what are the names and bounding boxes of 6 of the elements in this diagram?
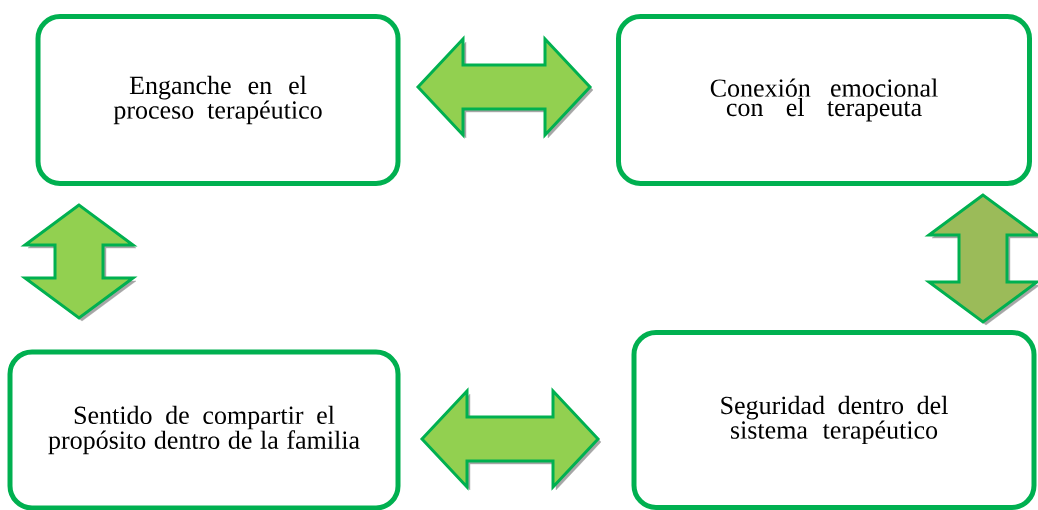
rounded-box: Seguridad dentro del sistema terapéutico (631, 330, 1037, 510)
rounded-box: Enganche en el proceso terapéutico (35, 14, 401, 186)
double-arrow (20, 203, 138, 322)
rounded-box: Conexión emocional con el terapeuta (616, 14, 1032, 186)
double-arrow (924, 193, 1038, 326)
rounded-box: Sentido de compartir el propósito dentro de la familia (7, 349, 401, 510)
